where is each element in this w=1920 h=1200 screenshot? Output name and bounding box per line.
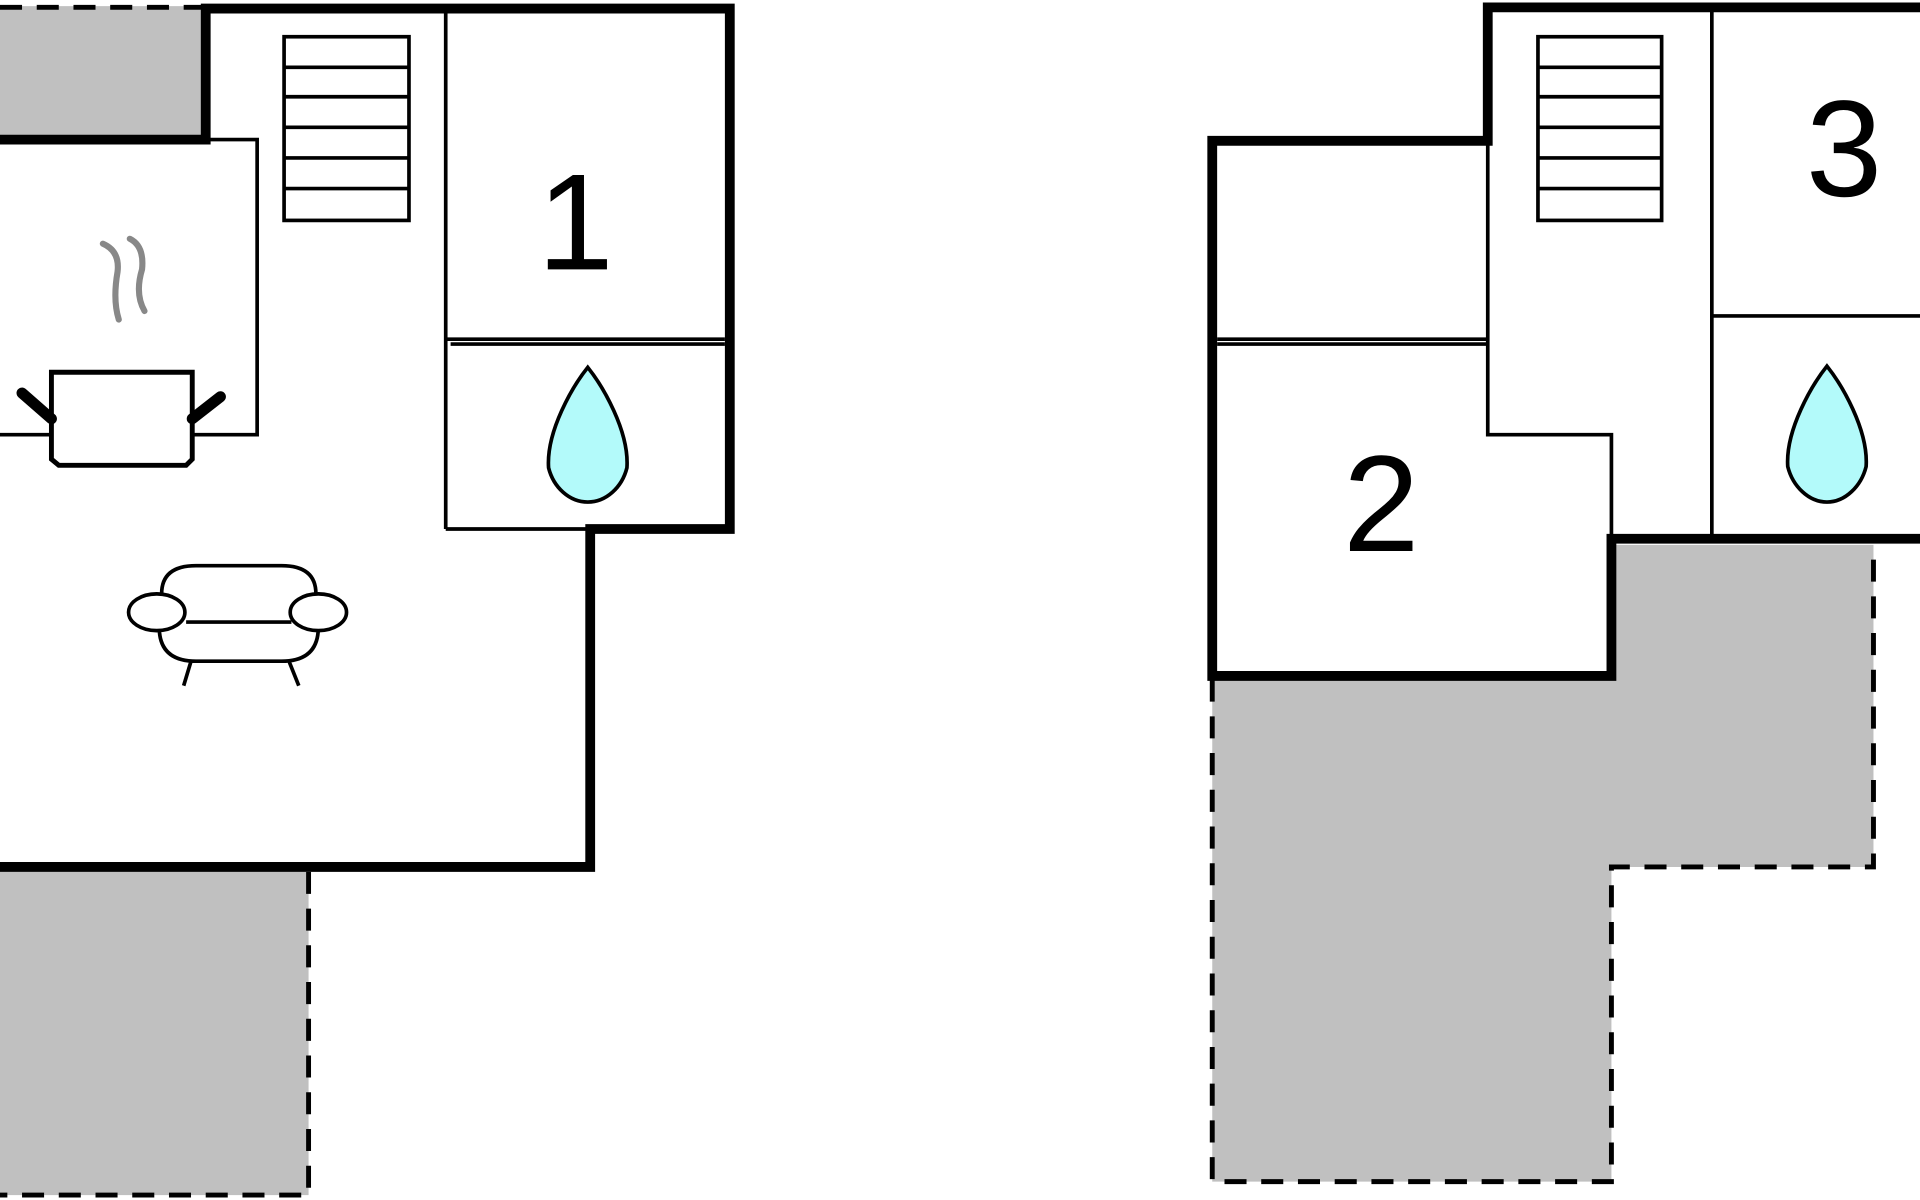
room-number-1: 1 xyxy=(537,146,613,299)
dashed-boundary xyxy=(1209,544,1876,1185)
room-number-2: 2 xyxy=(1343,428,1419,581)
dashed-boundary xyxy=(0,871,312,1198)
outdoor-area-bottom-left xyxy=(0,871,309,1196)
water-drop-icon xyxy=(546,364,629,504)
floor-plan-left: 1 xyxy=(0,3,735,1198)
stairs-icon xyxy=(1536,34,1664,223)
water-drop-icon xyxy=(1785,363,1868,504)
exterior-wall xyxy=(1207,2,1920,681)
outdoor-area-top-left xyxy=(0,6,206,139)
stairs-icon xyxy=(282,34,411,223)
sofa-icon xyxy=(126,563,349,687)
floor-plan-right: 3 2 xyxy=(1207,2,1920,1185)
room-number-3: 3 xyxy=(1806,73,1882,226)
cooking-pot-icon xyxy=(16,235,226,468)
outdoor-area-right xyxy=(1212,544,1874,1182)
interior-wall xyxy=(1485,140,1614,539)
exterior-wall xyxy=(0,3,735,872)
